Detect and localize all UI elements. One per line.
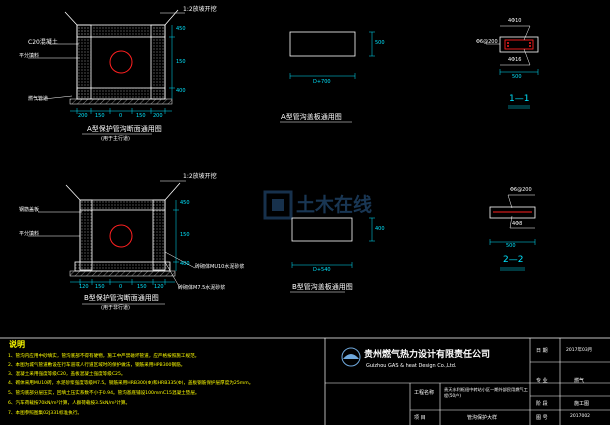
plan-b-drawing bbox=[290, 217, 375, 293]
notes-heading: 说明 bbox=[9, 340, 25, 349]
plan-a-dim-right: 500 bbox=[375, 40, 385, 46]
plan-a-drawing bbox=[280, 31, 375, 123]
section-a-pipe-label: 燃气管道 bbox=[28, 96, 49, 102]
section-a-dim-bottom-2: 150 bbox=[95, 113, 105, 119]
plan-a-dim-bottom: D+700 bbox=[313, 79, 331, 85]
section-b-title: B型保护管沟断面通用图 bbox=[84, 294, 159, 302]
stage-value: 施工图 bbox=[574, 401, 590, 407]
plan-b-title: B型管沟盖板通用图 bbox=[292, 283, 353, 291]
section-a-dim-bottom-1: 200 bbox=[78, 113, 88, 119]
plan-a-title: A型管沟盖板通用图 bbox=[281, 113, 342, 121]
section-b-dim-bottom-3: 0 bbox=[119, 284, 123, 290]
company-name-cn: 贵州燃气热力设计有限责任公司 bbox=[364, 350, 491, 360]
section-a-dim-left-2: 150 bbox=[176, 59, 186, 65]
notes-line-6: 6、汽车荷载按70kN/m²计算，人群荷载按3.5kN/m²计算。 bbox=[8, 401, 131, 406]
section-b-dim-bottom-5: 120 bbox=[154, 284, 164, 290]
section-b-slope-label: 1:2放坡开挖 bbox=[183, 173, 217, 180]
detail-1-dim: 500 bbox=[512, 74, 522, 80]
section-b-subtitle: (用于非行道) bbox=[101, 305, 130, 311]
notes-line-4: 4、砌体采用MU10砖，水泥砂浆强度等级M7.5。钢筋采用HRB300(Φ)和H… bbox=[8, 381, 254, 386]
section-a-drawing bbox=[28, 9, 185, 135]
section-b-dim-left-1: 450 bbox=[180, 200, 190, 206]
date-label: 日 期 bbox=[536, 348, 548, 354]
item-label: 项 目 bbox=[414, 415, 426, 421]
title-block-frame bbox=[0, 337, 610, 425]
major-value: 燃气 bbox=[574, 378, 585, 384]
section-b-dim-bottom-4: 150 bbox=[137, 284, 147, 290]
section-b-dim-left-3: 400 bbox=[180, 261, 190, 267]
section-a-dim-bottom-4: 150 bbox=[136, 113, 146, 119]
notes-line-7: 7、本图参照图集02J331标准执行。 bbox=[8, 411, 83, 416]
plan-b-dim-bottom: D+540 bbox=[313, 267, 331, 273]
section-b-cover-label: 钢筋盖板 bbox=[19, 207, 40, 213]
notes-line-5: 5、管沟底部分层压实，回填土压实系数不小于0.94。管沟基底铺设100mmC15… bbox=[8, 391, 200, 396]
section-b-drawing bbox=[28, 180, 196, 305]
section-a-slope-label: 1:2放坡开挖 bbox=[183, 6, 217, 13]
section-b-dim-bottom-1: 120 bbox=[79, 284, 89, 290]
detail-1-drawing bbox=[486, 25, 539, 109]
company-name-en: Guizhou GAS & heat Design Co.,Ltd. bbox=[366, 363, 457, 369]
detail-2-label-bottom: 4Φ8 bbox=[512, 221, 523, 227]
major-col-label: 专 业 bbox=[536, 378, 548, 384]
notes-line-2: 2、本图为城气管道敷设在行车道或人行道区域时的保护做法，钢筋采用HPB300钢筋… bbox=[8, 363, 186, 368]
project-name: 贵天水利枢纽中转站小区一期外部民用燃气工程(50户) bbox=[444, 387, 528, 398]
section-b-wall-label-1: 砖砌体MU10水泥砂浆 bbox=[195, 264, 245, 270]
detail-2-dim: 500 bbox=[506, 243, 516, 249]
section-a-c20-label: C20混凝土 bbox=[28, 39, 58, 46]
section-a-dim-bottom-5: 200 bbox=[153, 113, 163, 119]
detail-1-label-left: Φ6@200 bbox=[476, 39, 498, 45]
section-a-dim-left-1: 450 bbox=[176, 26, 186, 32]
section-b-dim-bottom-2: 150 bbox=[95, 284, 105, 290]
section-a-dim-left-3: 400 bbox=[176, 88, 186, 94]
detail-1-title: 1—1 bbox=[509, 94, 530, 104]
stage-col-label: 阶 段 bbox=[536, 401, 548, 407]
detail-2-title: 2—2 bbox=[503, 255, 524, 265]
drawing-no-label: 图 号 bbox=[536, 415, 548, 421]
drawing-name: 管沟保护大样 bbox=[467, 415, 498, 421]
notes-line-1: 1、管沟内应用中砂填实，管沟底部不得有硬物，施工中严禁碰坏管道，应严格按照施工规… bbox=[8, 354, 200, 359]
date-value: 2017年03月 bbox=[566, 348, 593, 353]
section-a-dim-bottom-3: 0 bbox=[119, 113, 123, 119]
detail-1-label-top: 4Φ10 bbox=[508, 18, 522, 24]
notes-line-3: 3、混凝土采用强度等级C20，盖板混凝土强度等级C25。 bbox=[8, 372, 126, 377]
detail-1-label-bottom: 4Φ16 bbox=[508, 57, 522, 63]
section-b-wall-label-2: 砖砌体M7.5水泥砂浆 bbox=[178, 285, 226, 291]
detail-2-label-top: Φ6@200 bbox=[510, 187, 532, 193]
drawing-no: 2017002 bbox=[570, 414, 591, 419]
detail-2-drawing bbox=[489, 194, 536, 271]
section-a-subtitle: (用于主行道) bbox=[101, 136, 130, 142]
section-a-title: A型保护管沟断面通用图 bbox=[87, 125, 162, 133]
watermark-logo bbox=[263, 190, 293, 220]
section-b-dim-left-2: 150 bbox=[180, 232, 190, 238]
project-label: 工程名称 bbox=[414, 390, 435, 396]
plan-b-dim-right: 400 bbox=[375, 226, 385, 232]
watermark-text: 土木在线 bbox=[296, 194, 373, 216]
section-b-bedding-label: 平分填料 bbox=[19, 231, 40, 237]
section-a-bedding-label: 平分填料 bbox=[19, 53, 40, 59]
